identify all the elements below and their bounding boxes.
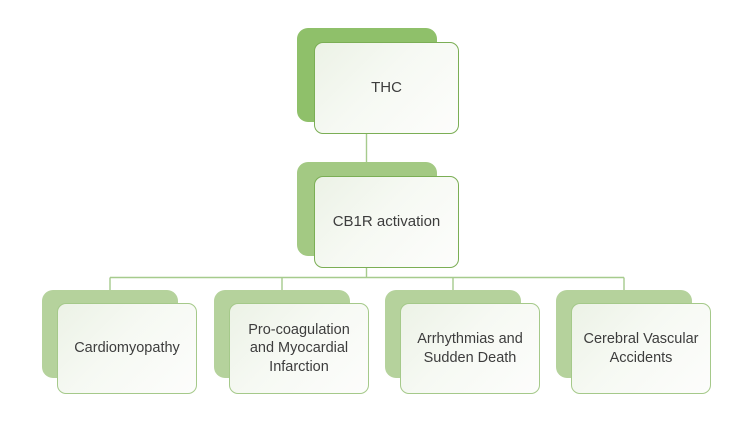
- node-thc-label: THC: [371, 78, 402, 96]
- connector-mid-to-leaves: [109, 268, 625, 291]
- node-procoagulation-mi-box: Pro-coagulation and Myocardial Infarctio…: [229, 303, 369, 394]
- node-cva-label: Cerebral Vascular Accidents: [583, 331, 699, 366]
- node-cva-box: Cerebral Vascular Accidents: [571, 303, 711, 394]
- node-procoagulation-mi: Pro-coagulation and Myocardial Infarctio…: [214, 290, 374, 398]
- node-arrhythmias-box: Arrhythmias and Sudden Death: [400, 303, 540, 394]
- node-cardiomyopathy-box: Cardiomyopathy: [57, 303, 197, 394]
- node-arrhythmias-sudden-death: Arrhythmias and Sudden Death: [385, 290, 545, 398]
- node-cb1r-label: CB1R activation: [332, 212, 441, 230]
- node-procoagulation-mi-label: Pro-coagulation and Myocardial Infarctio…: [248, 322, 350, 375]
- node-cardiomyopathy-label: Cardiomyopathy: [74, 340, 180, 357]
- node-thc-box: THC: [314, 42, 459, 134]
- node-cerebral-vascular-accidents: Cerebral Vascular Accidents: [556, 290, 716, 398]
- node-cardiomyopathy: Cardiomyopathy: [42, 290, 202, 398]
- node-thc: THC: [297, 28, 462, 138]
- node-cb1r-activation: CB1R activation: [297, 162, 462, 272]
- node-arrhythmias-label: Arrhythmias and Sudden Death: [417, 331, 523, 366]
- node-cb1r-box: CB1R activation: [314, 176, 459, 268]
